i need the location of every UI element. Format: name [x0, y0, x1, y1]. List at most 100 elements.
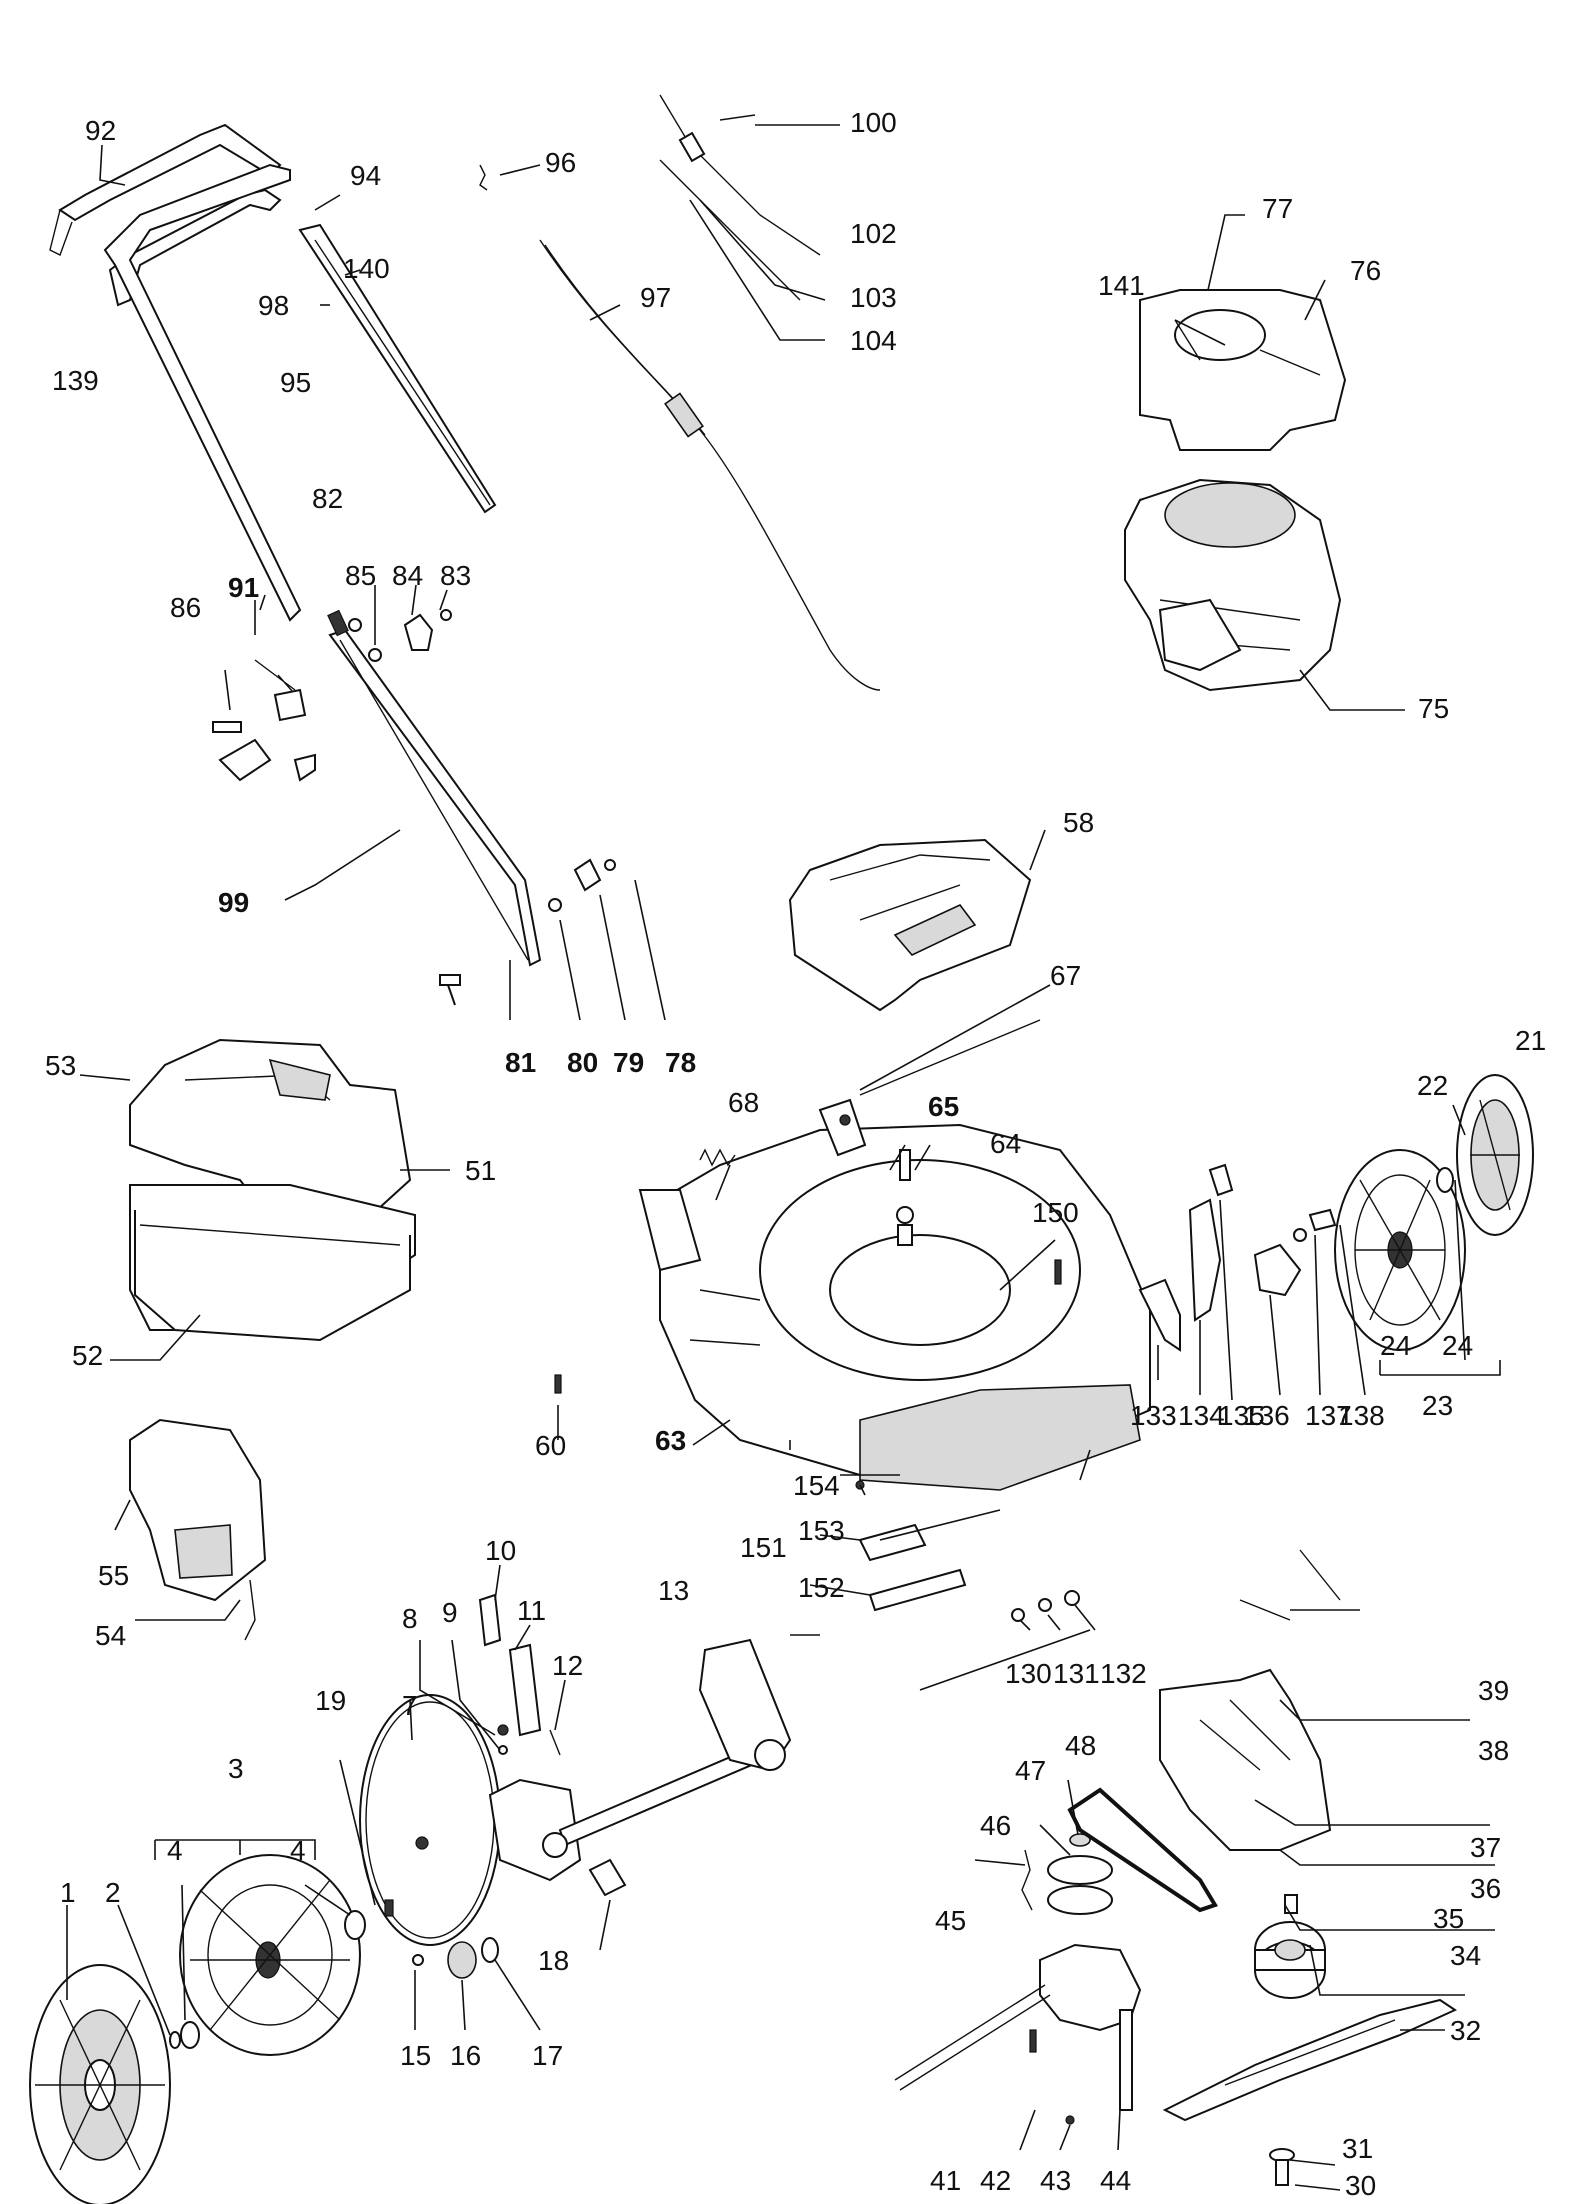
label-82: 82	[312, 483, 343, 514]
label-51: 51	[465, 1155, 496, 1186]
label-15: 15	[400, 2040, 431, 2071]
label-63: 63	[655, 1425, 686, 1456]
bolt-65	[896, 1149, 914, 1246]
label-9: 9	[442, 1597, 458, 1628]
label-13: 13	[658, 1575, 689, 1606]
label-79: 79	[613, 1047, 644, 1078]
label-34: 34	[1450, 1940, 1481, 1971]
label-136: 136	[1243, 1400, 1290, 1431]
label-44: 44	[1100, 2165, 1131, 2196]
label-2: 2	[105, 1877, 121, 1908]
label-102: 102	[850, 218, 897, 249]
label-42: 42	[980, 2165, 1011, 2196]
label-55: 55	[98, 1560, 129, 1591]
label-95: 95	[280, 367, 311, 398]
label-104: 104	[850, 325, 897, 356]
label-22: 22	[1417, 1070, 1448, 1101]
label-130: 130	[1005, 1658, 1052, 1689]
gearbox	[894, 1943, 1142, 2125]
label-83: 83	[440, 560, 471, 591]
label-86: 86	[170, 592, 201, 623]
label-43: 43	[1040, 2165, 1071, 2196]
label-58: 58	[1063, 807, 1094, 838]
cable-38-39	[1239, 1549, 1360, 1621]
label-21: 21	[1515, 1025, 1546, 1056]
label-32: 32	[1450, 2015, 1481, 2046]
label-150: 150	[1032, 1197, 1079, 1228]
label-1: 1	[60, 1877, 76, 1908]
label-137: 137	[1305, 1400, 1352, 1431]
label-17: 17	[532, 2040, 563, 2071]
front-guard-parts	[855, 1480, 967, 1612]
label-94: 94	[350, 160, 381, 191]
label-23: 23	[1422, 1390, 1453, 1421]
part-labels: 1 2 3 4 4 7 8 9 10 11 12 13 15 16 17 18 …	[45, 107, 1546, 2201]
rear-flap	[788, 838, 1032, 1012]
label-77: 77	[1262, 193, 1293, 224]
front-wheel-washers	[169, 1910, 366, 2049]
leader-lines	[66, 124, 1501, 2191]
label-18: 18	[538, 1945, 569, 1976]
label-84: 84	[392, 560, 423, 591]
front-hubcap	[29, 1964, 171, 2204]
label-19: 19	[315, 1685, 346, 1716]
spring-68	[699, 1148, 736, 1167]
label-53: 53	[45, 1050, 76, 1081]
label-67: 67	[1050, 960, 1081, 991]
label-30: 30	[1345, 2170, 1376, 2201]
label-24b: 24	[1442, 1330, 1473, 1361]
label-54: 54	[95, 1620, 126, 1651]
label-85: 85	[345, 560, 376, 591]
label-3: 3	[228, 1753, 244, 1784]
label-154: 154	[793, 1470, 840, 1501]
blade-key	[1284, 1894, 1298, 1914]
bolt-150	[1054, 1259, 1062, 1285]
label-4a: 4	[167, 1835, 183, 1866]
label-138: 138	[1338, 1400, 1385, 1431]
pulleys	[1021, 1833, 1113, 1915]
handle-hardware	[212, 609, 616, 1006]
label-103: 103	[850, 282, 897, 313]
grass-bag-body	[134, 1210, 411, 1342]
lower-handle-tube	[327, 609, 542, 967]
mulch-plug	[129, 1418, 267, 1641]
washers-130-132	[1011, 1590, 1080, 1622]
label-99: 99	[218, 887, 249, 918]
deck-hinge	[818, 1098, 867, 1157]
label-65: 65	[928, 1091, 959, 1122]
label-48: 48	[1065, 1730, 1096, 1761]
label-133: 133	[1130, 1400, 1177, 1431]
screw-60	[554, 1374, 562, 1394]
front-axle	[488, 1638, 792, 1882]
label-38: 38	[1478, 1735, 1509, 1766]
label-7: 7	[402, 1690, 418, 1721]
label-81: 81	[505, 1047, 536, 1078]
rear-hubcap	[1456, 1074, 1534, 1236]
label-47: 47	[1015, 1755, 1046, 1786]
front-wheel	[179, 1854, 361, 2056]
label-80: 80	[567, 1047, 598, 1078]
label-11: 11	[517, 1595, 546, 1626]
drive-plate	[359, 1694, 501, 1946]
height-adjust-parts	[1138, 1163, 1337, 1352]
label-35: 35	[1433, 1903, 1464, 1934]
rear-flap-rod	[859, 1019, 1041, 1096]
knob-18	[588, 1858, 627, 1897]
label-45: 45	[935, 1905, 966, 1936]
label-135: 135	[1218, 1400, 1265, 1431]
label-141: 141	[1098, 270, 1145, 301]
label-78: 78	[665, 1047, 696, 1078]
label-8: 8	[402, 1603, 418, 1634]
bracket-10-11	[478, 1593, 561, 1756]
blade-adapter	[1254, 1921, 1326, 1999]
label-37: 37	[1470, 1832, 1501, 1863]
label-97: 97	[640, 282, 671, 313]
label-134: 134	[1178, 1400, 1225, 1431]
label-152: 152	[798, 1572, 845, 1603]
label-60: 60	[535, 1430, 566, 1461]
label-131: 131	[1053, 1658, 1100, 1689]
label-100: 100	[850, 107, 897, 138]
label-151: 151	[740, 1532, 787, 1563]
mower-deck	[638, 1123, 1151, 1491]
label-75: 75	[1418, 693, 1449, 724]
